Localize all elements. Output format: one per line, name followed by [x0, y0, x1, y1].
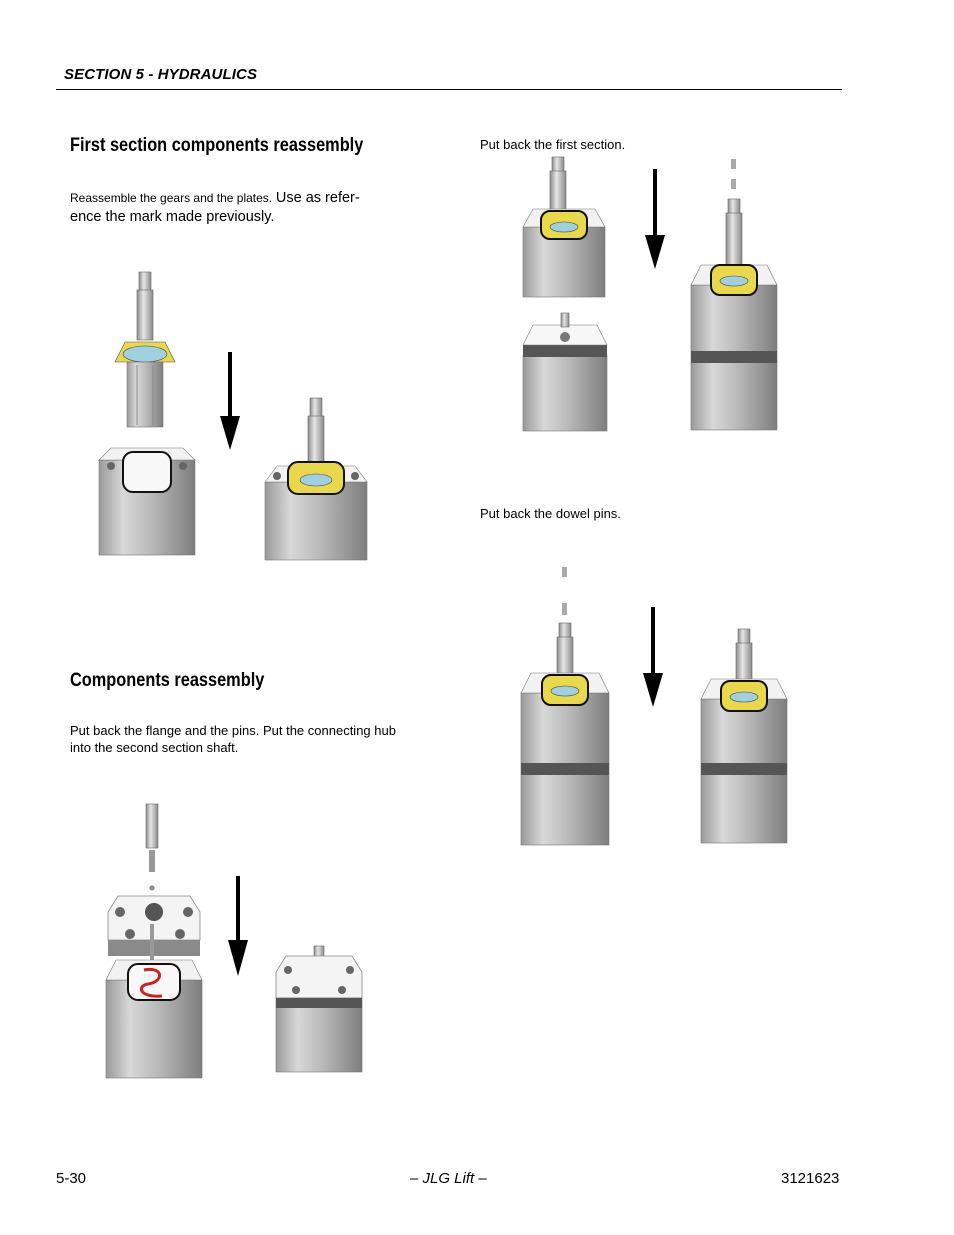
- first-text-part1: Reassemble the gears and the plates.: [70, 191, 273, 205]
- components-text-line2: into the second section shaft.: [70, 740, 239, 755]
- flange-hub-figure: [105, 803, 363, 1079]
- caption-first-section: Put back the first section.: [480, 137, 626, 152]
- components-text: Put back the flange and the pins. Put th…: [70, 722, 450, 756]
- first-text-part2: Use as refer-: [275, 190, 360, 206]
- components-heading: Components reassembly: [70, 670, 265, 691]
- doc-number: 3121623: [781, 1170, 840, 1187]
- components-text-line1: Put back the flange and the pins. Put th…: [70, 723, 396, 738]
- section-header: SECTION 5 - HYDRAULICS: [64, 66, 258, 83]
- caption-dowel-pins: Put back the dowel pins.: [480, 506, 621, 521]
- first-section-figure: [522, 156, 778, 432]
- gear-assembly-figure: [98, 271, 368, 561]
- page-number: 5-30: [56, 1170, 87, 1187]
- dowel-pins-figure: [520, 567, 788, 846]
- first-section-heading: First section components reassembly: [70, 135, 364, 156]
- footer-brand: – JLG Lift –: [410, 1170, 487, 1187]
- first-text-line2: ence the mark made previously.: [70, 209, 275, 225]
- header-rule: [56, 89, 842, 90]
- first-section-text: Reassemble the gears and the plates. Use…: [70, 189, 450, 227]
